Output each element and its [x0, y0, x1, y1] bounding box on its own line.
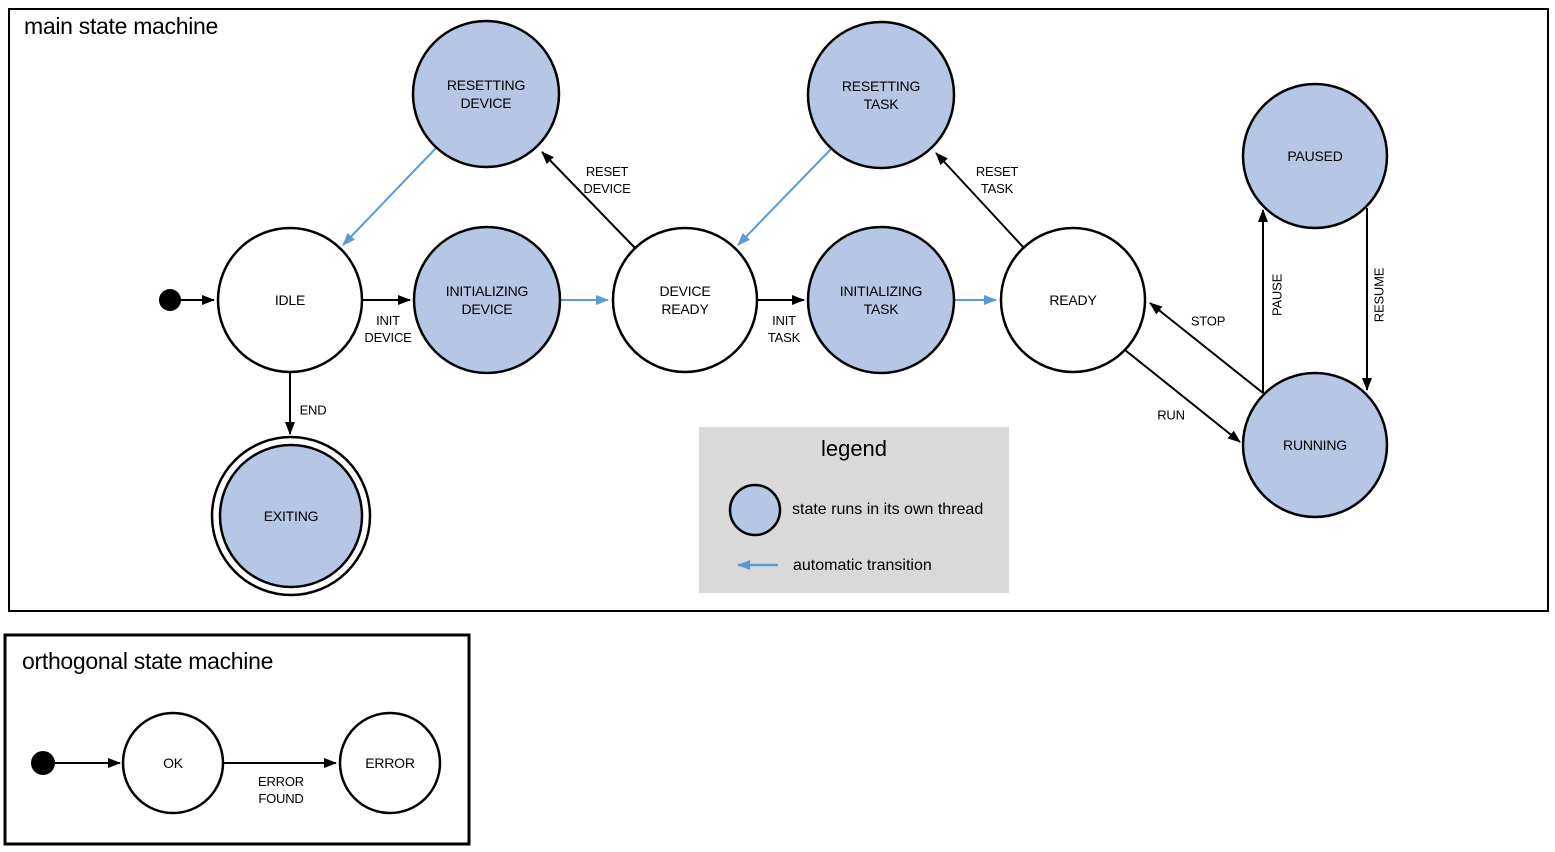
- legend-thread-state-label: state runs in its own thread: [792, 501, 984, 518]
- state-running-circle: [1241, 371, 1389, 519]
- state-resetting-task-circle: [806, 20, 956, 170]
- state-error-label: ERROR: [365, 754, 415, 771]
- orthogonal-initial-state-dot: [31, 751, 55, 775]
- transition-resume-label: RESUME: [1371, 267, 1387, 323]
- state-ready-circle: [999, 226, 1147, 374]
- state-resetting-device-label: RESETTING DEVICE: [446, 76, 526, 111]
- state-resetting-task-label: RESETTING TASK: [841, 77, 921, 112]
- legend-title: legend: [820, 436, 888, 461]
- transition-reset-device-label: RESET DEVICE: [583, 164, 631, 196]
- state-device-ready-circle: [611, 226, 759, 374]
- state-running-label: RUNNING: [1283, 436, 1347, 453]
- state-device-ready-label: DEVICE READY: [659, 282, 711, 317]
- transition-run-label: RUN: [1157, 407, 1185, 423]
- auto-transition-resetting-device-to-idle-arrow: [342, 147, 437, 246]
- state-ok-circle: [121, 711, 225, 815]
- transition-reset-task-label: RESET TASK: [975, 164, 1019, 196]
- state-resetting-device-circle: [411, 19, 561, 169]
- transition-stop-label: STOP: [1190, 313, 1226, 329]
- transition-run-arrow: [1124, 349, 1241, 443]
- state-initializing-device-label: INITIALIZING DEVICE: [445, 282, 529, 317]
- state-paused-label: PAUSED: [1287, 147, 1343, 164]
- state-error-circle: [338, 711, 442, 815]
- transition-init-device-label: INIT DEVICE: [364, 313, 412, 345]
- transition-error-found-label: ERROR FOUND: [258, 774, 304, 806]
- orthogonal-machine-title: orthogonal state machine: [22, 648, 274, 674]
- state-ready-label: READY: [1049, 291, 1097, 308]
- state-ok-label: OK: [163, 754, 183, 771]
- state-paused-circle: [1241, 82, 1389, 230]
- state-exiting-inner-circle: [218, 443, 364, 589]
- state-initializing-task-label: INITIALIZING TASK: [839, 282, 923, 317]
- transition-stop-arrow: [1149, 302, 1264, 394]
- transition-pause-label: PAUSE: [1269, 273, 1285, 317]
- state-initializing-task-circle: [806, 225, 956, 375]
- state-idle-label: IDLE: [274, 291, 306, 308]
- main-machine-title: main state machine: [24, 13, 219, 39]
- transition-reset-task-arrow: [935, 152, 1025, 249]
- auto-transition-resetting-task-to-device-ready-arrow: [737, 148, 832, 246]
- legend-thread-state-swatch: [728, 483, 782, 537]
- transition-reset-device-arrow: [541, 151, 636, 249]
- main-machine-box: [8, 8, 1549, 612]
- orthogonal-machine-box: [3, 633, 471, 846]
- transition-end-label: END: [299, 402, 327, 418]
- state-exiting-label: EXITING: [263, 507, 319, 524]
- legend-automatic-transition-label: automatic transition: [793, 557, 932, 574]
- state-idle-circle: [216, 226, 364, 374]
- state-initializing-device-circle: [412, 225, 562, 375]
- initial-state-dot: [159, 289, 181, 311]
- transition-init-task-label: INIT TASK: [767, 313, 801, 345]
